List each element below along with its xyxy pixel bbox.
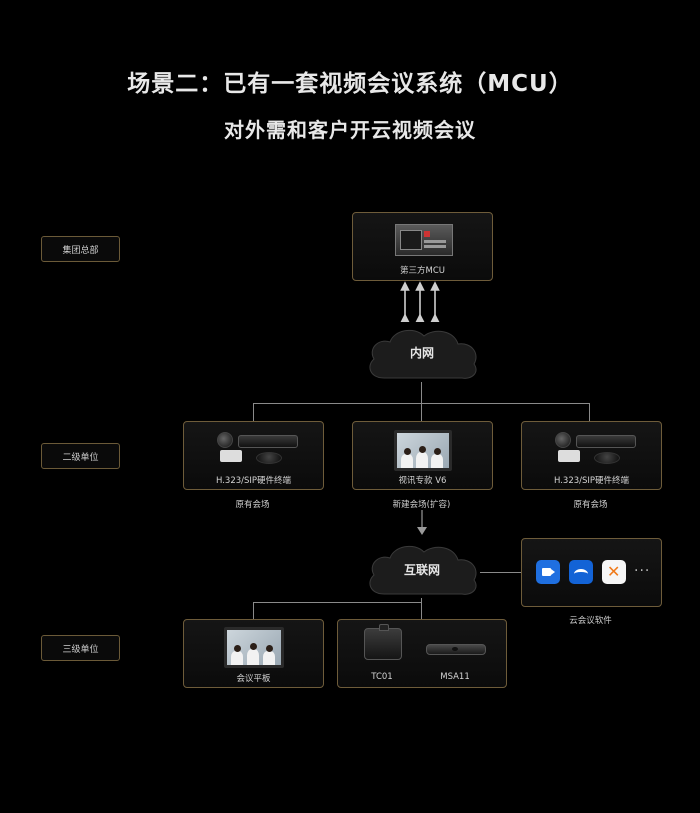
x-app-icon: ✕	[602, 560, 626, 584]
remote-icon	[558, 450, 580, 462]
line-third-bus	[253, 602, 421, 603]
more-apps-icon: ···	[634, 563, 651, 579]
tablet-label: 会议平板	[236, 674, 271, 684]
line-to-right	[589, 403, 590, 421]
down-arrow	[417, 510, 427, 535]
line-to-left	[253, 403, 254, 421]
v6-screen-icon	[394, 430, 452, 471]
camera-icon	[555, 432, 571, 448]
left-terminal-label: H.323/SIP硬件终端	[215, 476, 292, 486]
remote-icon	[220, 450, 242, 462]
right-site-caption: 原有会场	[573, 500, 608, 510]
line-internet-down	[421, 598, 422, 602]
tc01-device-icon	[364, 624, 402, 660]
line-to-center	[421, 403, 422, 421]
mcu-box: 第三方MCU	[352, 212, 493, 281]
intranet-cloud-icon	[369, 329, 477, 379]
line-to-tc01	[421, 602, 422, 619]
line-to-tablet	[253, 602, 254, 619]
intranet-label: 内网	[409, 346, 434, 360]
title-line-2: 对外需和客户开云视频会议	[224, 118, 476, 142]
internet-label: 互联网	[403, 563, 440, 577]
right-terminal-box: H.323/SIP硬件终端	[521, 421, 662, 490]
center-terminal-label: 视讯专款 V6	[398, 476, 447, 486]
tablet-box: 会议平板	[183, 619, 324, 688]
codec-icon	[576, 435, 636, 448]
tc01-label: TC01	[371, 672, 393, 682]
left-terminal-box: H.323/SIP硬件终端	[183, 421, 324, 490]
msa11-label: MSA11	[440, 672, 470, 682]
level-third: 三级单位	[41, 635, 120, 661]
tablet-screen-icon	[224, 627, 284, 668]
title-line-1: 场景二：已有一套视频会议系统（MCU）	[127, 71, 573, 97]
level-second: 二级单位	[41, 443, 120, 469]
mcu-label: 第三方MCU	[400, 266, 445, 276]
meeting-app-icon	[569, 560, 593, 584]
microphone-icon	[256, 452, 282, 464]
video-app-icon	[536, 560, 560, 584]
center-site-caption: 新建会场(扩容)	[392, 500, 451, 510]
left-site-caption: 原有会场	[235, 500, 270, 510]
internet-cloud-icon	[369, 545, 477, 595]
mcu-device-icon	[395, 224, 453, 256]
level-hq: 集团总部	[41, 236, 120, 262]
right-terminal-label: H.323/SIP硬件终端	[553, 476, 630, 486]
camera-icon	[217, 432, 233, 448]
line-to-cloud-software	[480, 572, 522, 573]
microphone-icon	[594, 452, 620, 464]
codec-icon	[238, 435, 298, 448]
line-intranet-down	[421, 382, 422, 403]
center-terminal-box: 视讯专款 V6	[352, 421, 493, 490]
tc01-msa11-box: TC01 MSA11	[337, 619, 507, 688]
msa11-device-icon	[426, 644, 486, 655]
cloud-software-caption: 云会议软件	[569, 616, 612, 626]
double-arrows	[400, 281, 440, 322]
cloud-software-box: ✕ ···	[521, 538, 662, 607]
